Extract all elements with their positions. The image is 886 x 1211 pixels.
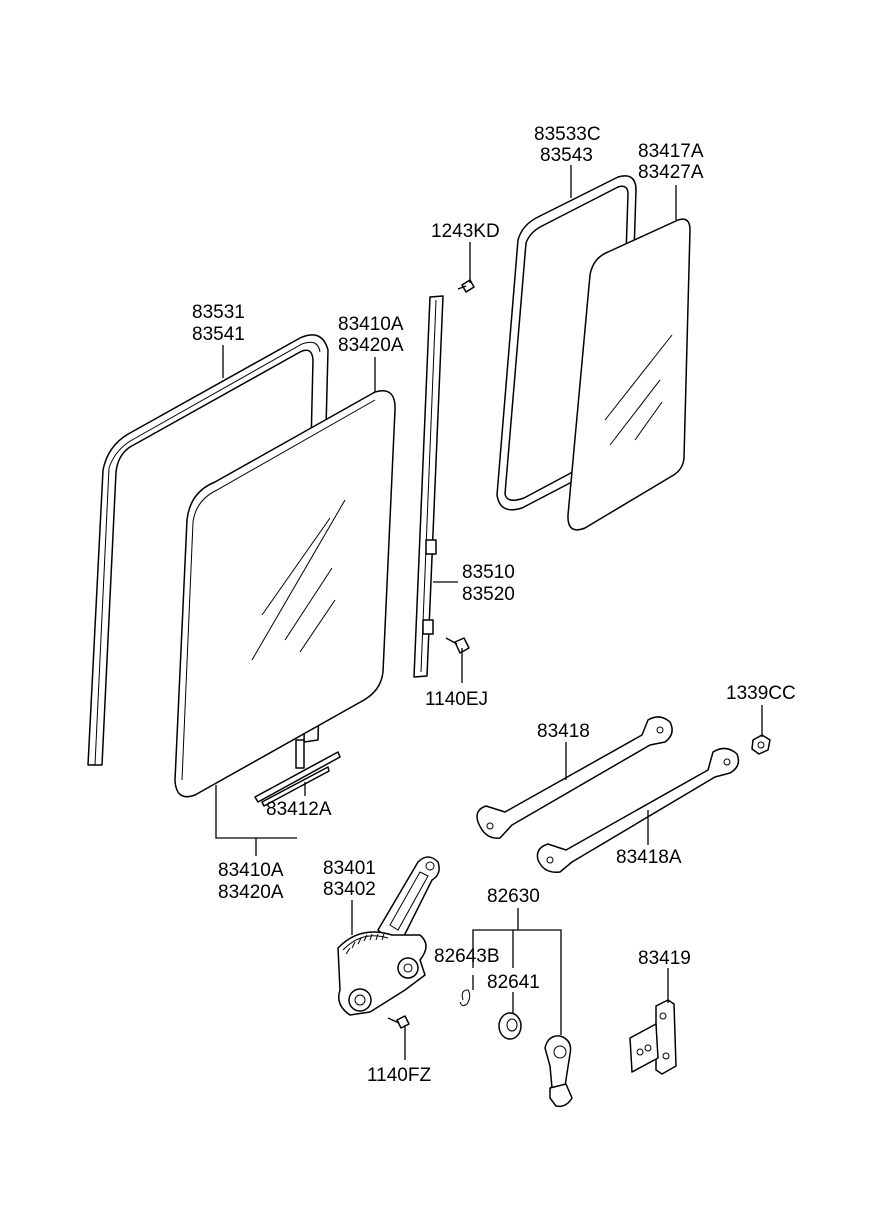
label-1339cc: 1339CC: [726, 683, 796, 704]
label-83520: 83520: [462, 584, 515, 605]
label-83412a: 83412A: [266, 799, 332, 820]
leader-lines: [215, 165, 763, 1060]
label-83418a: 83418A: [616, 847, 682, 868]
glass-run-strip: [254, 751, 341, 807]
label-83417a: 83417A: [638, 141, 704, 162]
quarter-glass: [567, 218, 691, 531]
window-handle-icon: [544, 1035, 573, 1108]
label-83427a: 83427A: [638, 162, 704, 183]
nut-1339cc-icon: [751, 734, 771, 755]
washer-82641-icon: [498, 1012, 522, 1040]
label-83420a-bottom: 83420A: [218, 882, 284, 903]
bracket-83419-icon: [629, 999, 677, 1075]
label-83410a-bottom: 83410A: [218, 860, 284, 881]
label-83531: 83531: [192, 302, 245, 323]
label-83402: 83402: [323, 879, 376, 900]
label-83541: 83541: [192, 324, 245, 345]
window-regulator: [337, 856, 440, 1016]
label-1140fz: 1140FZ: [367, 1065, 431, 1086]
door-glass-large: [174, 390, 396, 798]
label-83420a-top: 83420A: [338, 335, 404, 356]
label-1140ej: 1140EJ: [425, 689, 488, 710]
window-stay-lower: [536, 747, 740, 873]
bolt-1140ej-icon: [445, 637, 470, 654]
clip-82643b-icon: [459, 989, 471, 1007]
division-channel-stub: [295, 739, 305, 769]
label-83401: 83401: [323, 858, 376, 879]
label-83510: 83510: [462, 562, 515, 583]
label-82630: 82630: [487, 886, 540, 907]
label-83533c: 83533C: [534, 124, 601, 145]
label-83410a-top: 83410A: [338, 314, 404, 335]
label-83419: 83419: [638, 948, 691, 969]
label-83543: 83543: [540, 145, 593, 166]
window-stay-upper: [476, 716, 673, 839]
part-labels: 83533C 83543 83417A 83427A 1243KD 83531 …: [192, 124, 796, 1086]
screw-1140fz-icon: [387, 1015, 410, 1029]
label-82643b: 82643B: [434, 946, 500, 967]
label-82641: 82641: [487, 972, 540, 993]
label-83418: 83418: [537, 721, 590, 742]
bolt-1243kd-icon: [457, 279, 475, 293]
rear-channel: [413, 295, 444, 678]
label-1243kd: 1243KD: [431, 221, 500, 242]
